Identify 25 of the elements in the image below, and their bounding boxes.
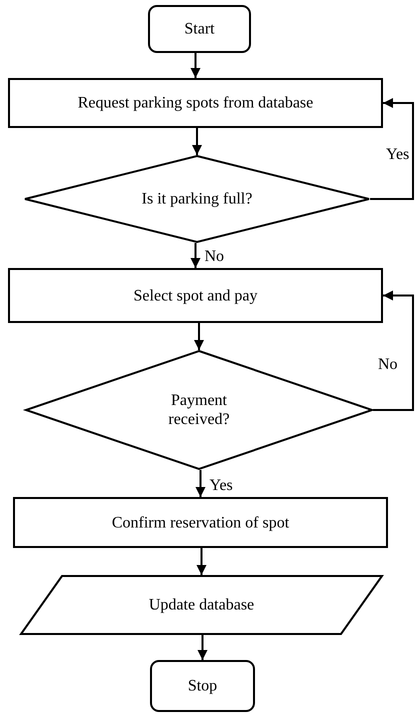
process-box [8,78,383,128]
arrow [196,548,206,575]
arrow [370,98,414,200]
arrow [192,128,202,155]
terminal-box [148,5,251,53]
terminal-box [150,660,255,712]
node-text: Request parking spots from database [78,94,314,112]
node-text: Stop [188,676,218,696]
node-text: Start [184,20,215,38]
arrow [190,243,200,268]
process-box [8,268,383,323]
arrow [190,53,200,78]
node-text: Update database [148,596,254,614]
decision-diamond [25,350,373,470]
arrow [194,323,204,350]
node-text: Payment received? [167,391,231,429]
node-text: Confirm reservation of spot [112,513,290,532]
arrow [196,470,206,497]
node-text: Select spot and pay [134,286,258,305]
node-text: Is it parking full? [142,190,252,208]
decision-diamond [24,155,370,243]
data-parallelogram [20,575,383,635]
arrow [373,290,414,411]
process-box [13,497,388,548]
arrow [198,635,208,660]
